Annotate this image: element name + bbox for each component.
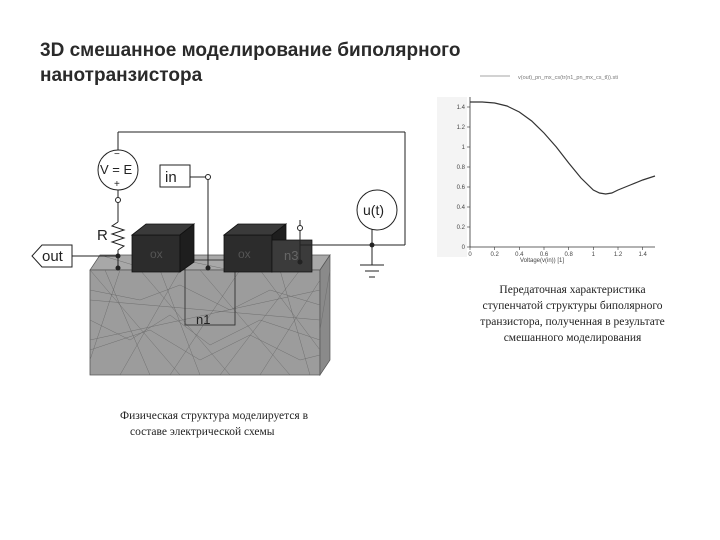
y-tick-label: 1.2 [457,125,466,131]
y-tick-label: 1 [462,145,466,151]
x-tick-label: 1.2 [614,252,623,258]
resistor-label: R [97,227,108,244]
n1-label: n1 [196,312,210,327]
x-tick-label: 0 [468,252,472,258]
x-tick-label: 0.4 [515,252,524,258]
x-tick-label: 1.4 [638,252,647,258]
voltage-probe: u(t) [356,189,398,231]
x-tick-label: 1 [592,252,596,258]
input-port: in [159,164,191,188]
transfer-chart: v(out)_pn_mx_cs(tr(n1_pn_mx_cs_tl)).sti … [437,75,656,264]
y-tick-label: 1.4 [457,105,466,111]
circuit-wires [72,131,406,278]
device-mesh: n1 ox ox n3 [89,223,331,377]
output-port: out [31,244,73,268]
y-tick-label: 0.2 [457,225,466,231]
voltage-source: − V = E + [97,149,139,191]
right-caption-line-1: Передаточная характеристика [499,284,646,296]
y-tick-label: 0.8 [457,165,466,171]
series-line [470,101,656,195]
input-label: in [165,169,177,186]
junction-dots [115,242,375,271]
right-caption-line-2: ступенчатой структуры биполярного [482,300,663,312]
left-caption: Физическая структура моделируется в сост… [120,408,390,440]
mesh-side-face [319,253,331,377]
legend-text: v(out)_pn_mx_cs(tr(n1_pn_mx_cs_tl)).sti [518,75,618,81]
right-caption: Передаточная характеристика ступенчатой … [445,282,700,346]
title-line-1: 3D смешанное моделирование биполярного [40,40,461,61]
page-title: 3D смешанное моделирование биполярного н… [40,38,600,88]
right-caption-line-3: транзистора, полученная в результате [480,316,665,328]
right-caption-line-4: смешанного моделирования [503,332,642,344]
mesh-lines [89,254,331,376]
x-tick-label: 0.2 [490,252,499,258]
title-line-2: нанотранзистора [40,65,203,86]
output-label: out [42,248,64,265]
chart-xlabel: Voltage(v(in)) [1] [520,258,564,264]
left-caption-line-2: составе электрической схемы [130,426,275,438]
n1-region [184,259,236,326]
y-tick-label: 0.6 [457,185,466,191]
y-tick-label: 0 [462,245,466,251]
probe-label: u(t) [363,202,384,218]
left-caption-line-1: Физическая структура моделируется в [120,410,309,422]
n3-label: n3 [284,248,298,263]
source-plus: + [114,179,120,190]
oxide-label-2: ox [238,247,251,261]
source-label: V = E [100,162,132,177]
oxide-label-1: ox [150,247,163,261]
x-tick-label: 0.6 [540,252,549,258]
x-tick-label: 0.8 [564,252,573,258]
y-tick-label: 0.4 [457,205,466,211]
source-minus: − [114,149,120,160]
n3-region [271,239,313,273]
